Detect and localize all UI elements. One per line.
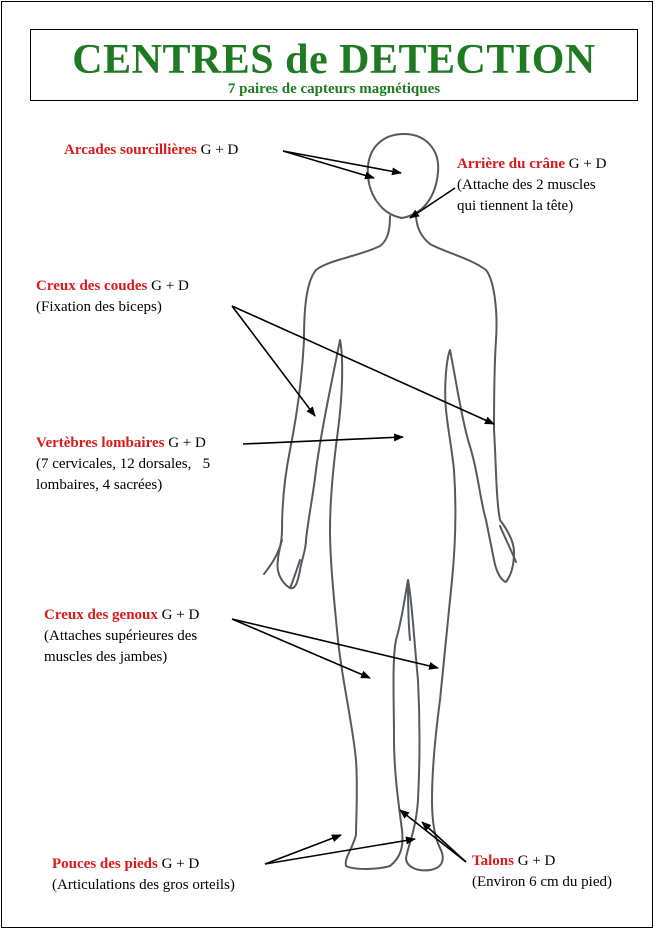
label-coudes-side: G + D: [147, 278, 188, 294]
label-pouces: Pouces des pieds G + D (Articulations de…: [52, 854, 235, 896]
label-arriere: Arrière du crâne G + D (Attache des 2 mu…: [457, 154, 606, 217]
arrow-pouces-2: [265, 839, 415, 864]
label-coudes: Creux des coudes G + D (Fixation des bic…: [36, 276, 189, 318]
arrow-coudes-right: [232, 306, 494, 424]
label-talons-side: G + D: [514, 853, 555, 869]
label-talons: Talons G + D (Environ 6 cm du pied): [472, 851, 612, 893]
arrow-vertebres: [243, 437, 403, 444]
label-arriere-side: G + D: [565, 156, 606, 172]
arrow-talons-2: [422, 822, 466, 862]
label-arcades: Arcades sourcillières G + D: [64, 140, 238, 161]
label-arcades-side: G + D: [197, 142, 238, 158]
label-pouces-desc1: (Articulations des gros orteils): [52, 875, 235, 896]
label-pouces-side: G + D: [158, 856, 199, 872]
label-arriere-desc1: (Attache des 2 muscles: [457, 175, 606, 196]
body-outline: [264, 134, 516, 870]
arrow-genoux-left: [232, 619, 370, 678]
label-genoux-name: Creux des genoux: [44, 607, 158, 623]
label-genoux-desc1: (Attaches supérieures des: [44, 626, 199, 647]
label-coudes-desc1: (Fixation des biceps): [36, 297, 189, 318]
label-vertebres: Vertèbres lombaires G + D (7 cervicales,…: [36, 433, 210, 496]
torso-outline: [278, 214, 515, 870]
label-pouces-name: Pouces des pieds: [52, 856, 158, 872]
label-vertebres-desc2: lombaires, 4 sacrées): [36, 475, 210, 496]
label-genoux-desc2: muscles des jambes): [44, 647, 199, 668]
label-vertebres-desc1: (7 cervicales, 12 dorsales, 5: [36, 454, 210, 475]
arrow-arcades-1: [283, 151, 374, 178]
label-vertebres-name: Vertèbres lombaires: [36, 435, 164, 451]
label-genoux-side: G + D: [158, 607, 199, 623]
arrow-pouces-1: [265, 835, 341, 864]
label-vertebres-side: G + D: [164, 435, 205, 451]
label-genoux: Creux des genoux G + D (Attaches supérie…: [44, 605, 199, 668]
label-arriere-desc2: qui tiennent la tête): [457, 196, 606, 217]
label-arriere-name: Arrière du crâne: [457, 156, 565, 172]
arrow-genoux-right: [232, 619, 438, 668]
label-talons-desc1: (Environ 6 cm du pied): [472, 872, 612, 893]
label-coudes-name: Creux des coudes: [36, 278, 147, 294]
arrow-arcades-2: [283, 151, 401, 173]
label-arcades-name: Arcades sourcillières: [64, 142, 197, 158]
label-talons-name: Talons: [472, 853, 514, 869]
